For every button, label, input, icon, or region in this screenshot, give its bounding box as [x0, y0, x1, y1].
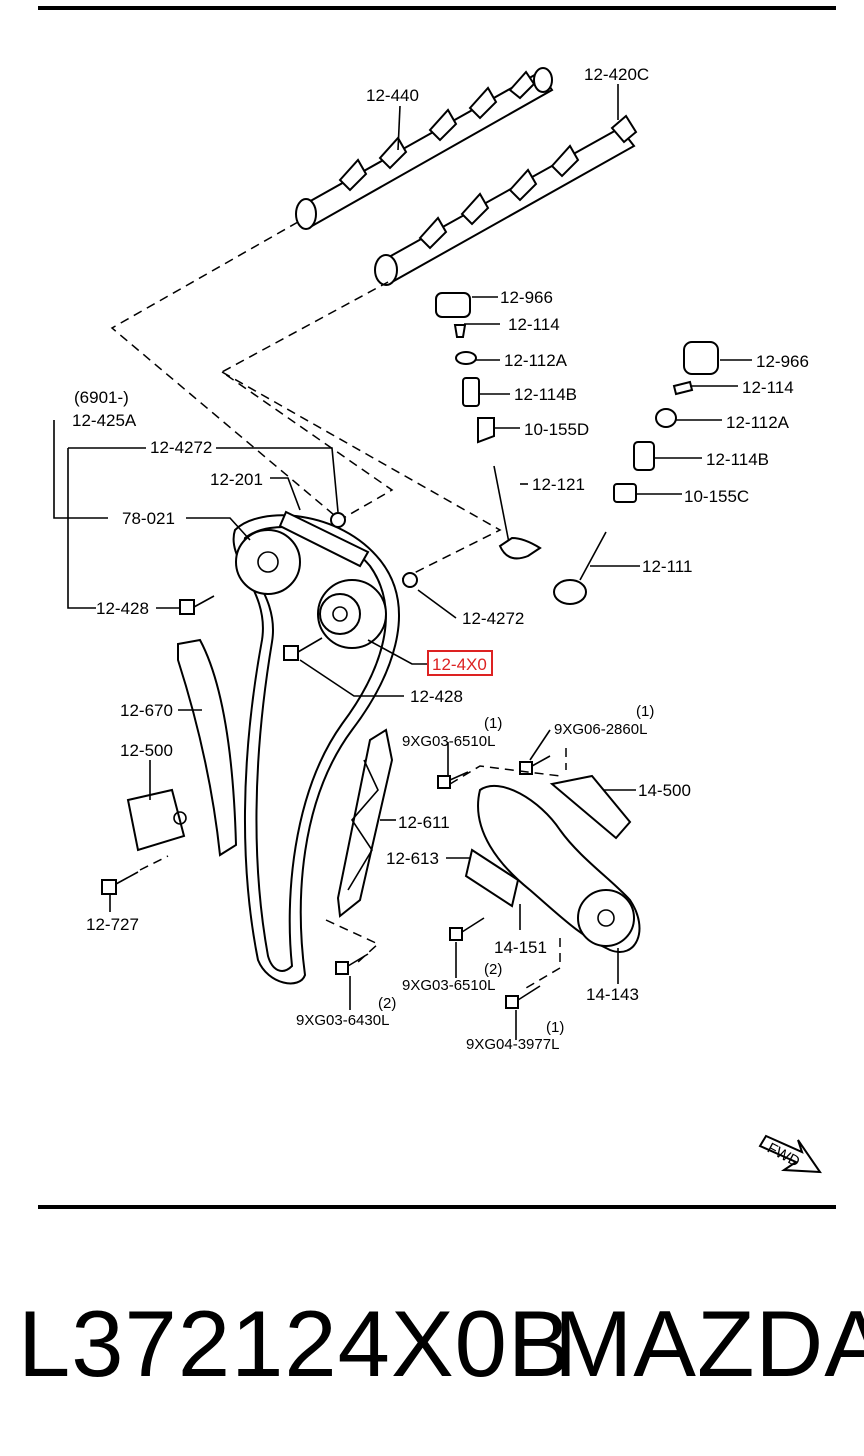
label-12-420c: 12-420C	[584, 65, 649, 84]
bolt-12-428-a[interactable]	[179, 595, 215, 615]
label-12-670: 12-670	[120, 701, 173, 720]
label-12-111: 12-111	[642, 557, 692, 576]
chain-guide-upper[interactable]	[278, 510, 370, 568]
label-12-114b-b: 12-114B	[706, 450, 769, 469]
dash-minor-4	[139, 855, 169, 871]
label-12-4272-a: 12-4272	[150, 438, 212, 457]
oil-pump-sprocket[interactable]	[577, 889, 635, 947]
timing-chain[interactable]	[232, 514, 400, 985]
label-12-500: 12-500	[120, 741, 173, 760]
label-12-114b-a: 12-114B	[514, 385, 577, 404]
label-12-4x0[interactable]: 12-4X0	[432, 655, 487, 674]
dash-line-exhaust	[110, 221, 394, 521]
timing-chain-diagram: FWD 12-440 12-420C 12-966 12-114 12-112A…	[38, 6, 836, 1209]
label-12-425a: 12-425A	[72, 411, 137, 430]
dash-minor-3	[325, 919, 380, 963]
bolt-9xg03-6430l[interactable]	[335, 953, 369, 975]
label-9xg03-6430l: 9XG03-6430L	[296, 1012, 389, 1029]
exhaust-sprocket[interactable]	[235, 529, 301, 595]
part-number: L372124X0B	[18, 1291, 572, 1396]
exhaust-camshaft[interactable]	[295, 67, 554, 230]
chain-tensioner[interactable]	[126, 788, 187, 852]
label-q1-b: (1)	[636, 703, 654, 720]
label-12-112a-a: 12-112A	[504, 351, 568, 370]
chain-guide-12-611[interactable]	[336, 728, 394, 918]
dash-minor-1	[449, 765, 561, 785]
label-78-021: 78-021	[122, 509, 175, 528]
highlight-box	[427, 650, 493, 676]
label-12-201: 12-201	[210, 470, 263, 489]
label-12-428-a: 12-428	[96, 599, 149, 618]
label-12-114-b: 12-114	[742, 378, 794, 397]
label-9xg03-6510l-b: 9XG03-6510L	[402, 977, 495, 994]
label-12-428-b: 12-428	[410, 687, 463, 706]
label-12-966-a: 12-966	[500, 288, 553, 307]
label-q1-a: (1)	[484, 715, 502, 732]
label-6901: (6901-)	[74, 388, 129, 407]
label-12-112a-b: 12-112A	[726, 413, 790, 432]
label-14-500: 14-500	[638, 781, 691, 800]
label-14-143: 14-143	[586, 985, 639, 1004]
label-12-727: 12-727	[86, 915, 139, 934]
label-12-611: 12-611	[398, 813, 450, 832]
label-9xg03-6510l-a: 9XG03-6510L	[402, 733, 495, 750]
bolt-12-727[interactable]	[101, 871, 139, 895]
label-10-155d: 10-155D	[524, 420, 589, 439]
oil-pump-chain[interactable]	[477, 784, 641, 953]
variable-valve-timing-actuator[interactable]	[317, 579, 387, 649]
oil-pump-bracket[interactable]	[549, 774, 632, 840]
oil-pump-tensioner[interactable]	[464, 848, 520, 908]
label-q2-b: (2)	[378, 995, 396, 1012]
timing-chain-inner	[243, 526, 387, 972]
label-12-966-b: 12-966	[756, 352, 809, 371]
label-14-151: 14-151	[494, 938, 547, 957]
bolt-9xg03-6510l-a[interactable]	[437, 771, 469, 789]
label-9xg04-3977l: 9XG04-3977L	[466, 1036, 559, 1053]
label-12-613: 12-613	[386, 849, 439, 868]
bolt-12-428-b[interactable]	[283, 637, 323, 661]
dash-line-intake	[221, 371, 502, 581]
label-12-114-a: 12-114	[508, 315, 560, 334]
dash-minor-5	[525, 938, 561, 989]
tensioner-arm[interactable]	[177, 638, 238, 857]
bolt-9xg03-6510l-b[interactable]	[449, 917, 485, 941]
label-12-121: 12-121	[532, 475, 585, 494]
brand-name: MAZDA	[554, 1291, 864, 1396]
intake-camshaft[interactable]	[374, 114, 638, 286]
fwd-arrow-icon: FWD	[758, 1134, 822, 1174]
washer-b[interactable]	[402, 572, 418, 588]
leader-lines	[53, 84, 752, 1040]
label-12-440: 12-440	[366, 86, 419, 105]
label-12-4272-b: 12-4272	[462, 609, 524, 628]
label-9xg06-2860l: 9XG06-2860L	[554, 721, 647, 738]
washer-a[interactable]	[330, 512, 346, 528]
bolt-9xg04-3977l[interactable]	[505, 985, 541, 1009]
valve-train-b[interactable]	[553, 341, 719, 605]
label-q2-a: (2)	[484, 961, 502, 978]
label-q1-c: (1)	[546, 1019, 564, 1036]
label-10-155c: 10-155C	[684, 487, 749, 506]
valve-train-a[interactable]	[435, 292, 542, 560]
